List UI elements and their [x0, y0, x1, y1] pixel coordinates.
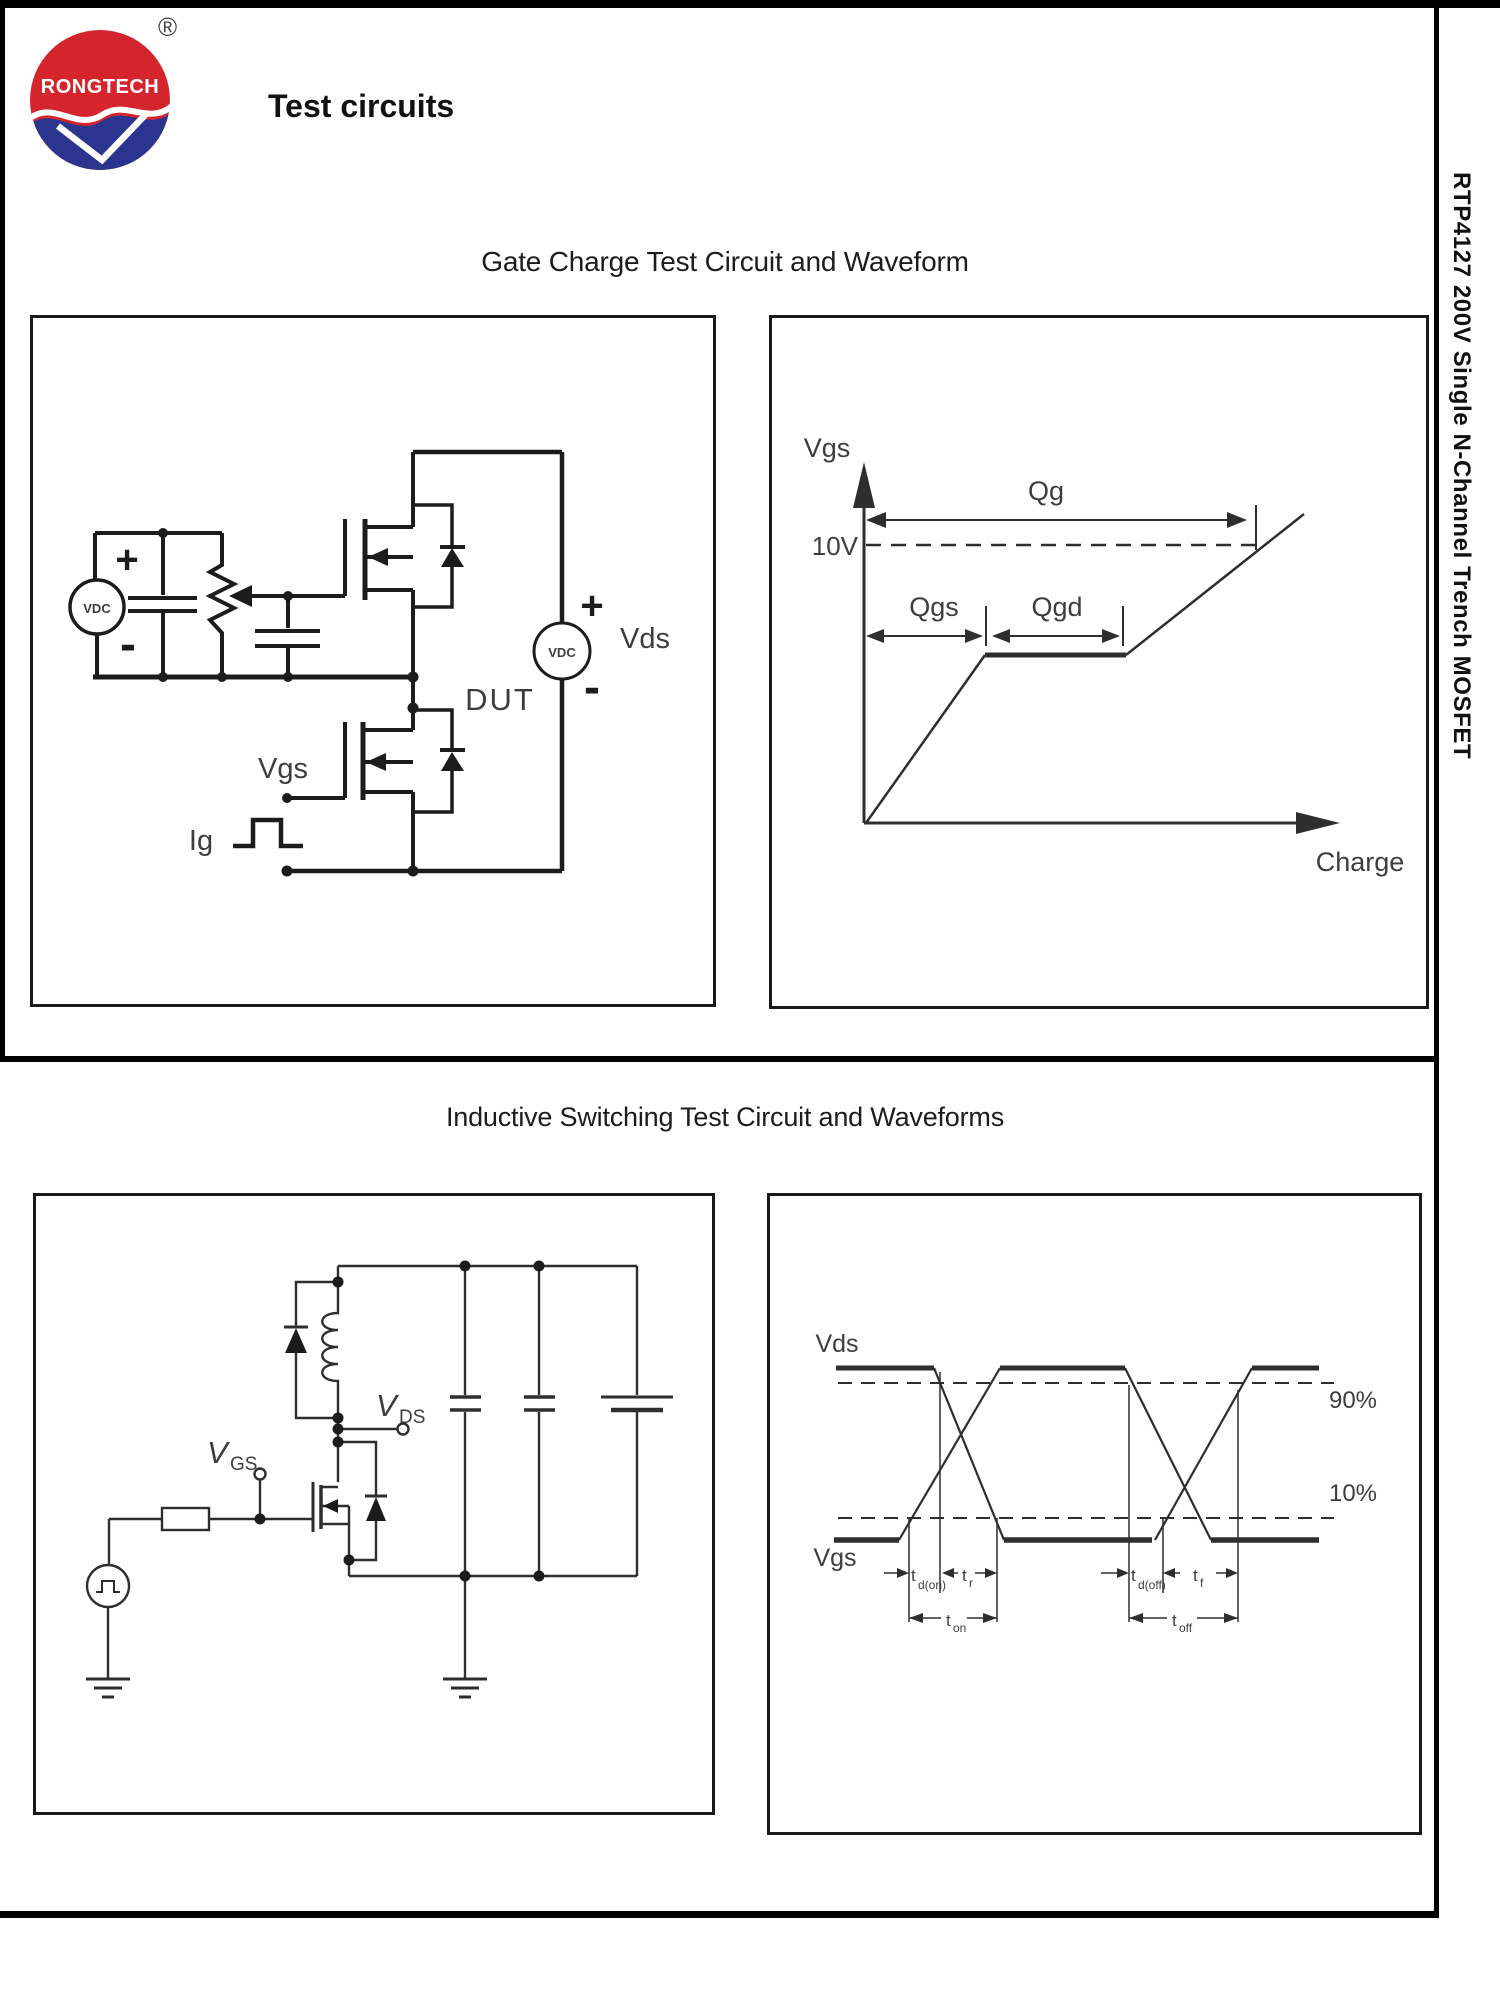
vds-tap-label-sub: DS — [399, 1407, 425, 1428]
vds-wave-label: Vds — [815, 1330, 858, 1358]
x-axis-arrow — [1296, 812, 1340, 834]
level-10v-label: 10V — [812, 531, 859, 561]
inductive-switching-circuit-panel: V DS V GS — [33, 1193, 715, 1815]
pulse-source — [85, 1563, 131, 1609]
logo-brand-text: RONGTECH — [41, 76, 159, 98]
left-border-rule — [0, 0, 5, 1058]
vds-terminal — [396, 1422, 410, 1436]
toff-label-sub: off — [1179, 1621, 1193, 1635]
page-title: Test circuits — [268, 88, 455, 124]
panel-border — [30, 315, 716, 1007]
vgs-label: Vgs — [258, 753, 308, 785]
diode1-triangle — [441, 548, 464, 567]
logo-check-stroke — [56, 109, 151, 165]
panel-border — [33, 1193, 715, 1815]
vdc-source-right-label: VDC — [548, 645, 576, 660]
plus-sign-right: + — [580, 584, 603, 628]
charge-axis-label: Charge — [1316, 847, 1405, 877]
gate-charge-circuit-panel: VDC + - VDC + Vds - DUT Vgs — [30, 315, 716, 1007]
td-on-label-sub: d(on) — [918, 1578, 946, 1592]
gate-resistor — [160, 1506, 211, 1532]
body-diode-triangle — [366, 1497, 386, 1521]
qgd-label: Qgd — [1031, 592, 1082, 622]
minus-sign-left: - — [120, 618, 136, 671]
sidebar-part-number: RTP4127 200V Single N-Channel Trench MOS… — [1448, 172, 1475, 760]
diode2-triangle — [441, 752, 464, 771]
plus-sign-left: + — [115, 538, 138, 582]
mosfet-arrow — [323, 1499, 338, 1513]
p90-label: 90% — [1329, 1387, 1377, 1414]
section1-title: Gate Charge Test Circuit and Waveform — [481, 246, 969, 277]
timing-row-1: t d(on) t r t d(off) t f — [884, 1566, 1238, 1592]
pot-arrow — [229, 585, 252, 607]
vdc-source-left-label: VDC — [83, 601, 111, 616]
qgs-label: Qgs — [909, 592, 959, 622]
freewheel-diode-triangle — [285, 1328, 307, 1353]
toff-label-t: t — [1172, 1611, 1177, 1630]
bottom-border-rule — [0, 1911, 1439, 1918]
y-axis-arrow — [853, 462, 875, 508]
td-off-label-t: t — [1131, 1566, 1136, 1585]
ton-label-t: t — [946, 1611, 951, 1630]
vdc-source-right — [532, 621, 592, 681]
gate-charge-waveform-panel: Vgs Charge 10V Qg Qgs Qgd — [769, 315, 1429, 1009]
rongtech-logo: RONGTECH — [26, 26, 174, 174]
ig-label: Ig — [189, 825, 213, 857]
p10-label: 10% — [1329, 1480, 1377, 1507]
panel-border — [767, 1193, 1422, 1835]
panel-border — [769, 315, 1429, 1009]
tf-label-sub: f — [1200, 1576, 1204, 1590]
tr-label-t: t — [962, 1566, 967, 1585]
vgs-drive-label-sub: GS — [230, 1454, 257, 1475]
vgs-terminal — [253, 1467, 267, 1481]
registered-mark: ® — [158, 12, 178, 42]
dut-label: DUT — [465, 682, 535, 717]
td-on-label-t: t — [911, 1566, 916, 1585]
qg-label: Qg — [1028, 476, 1064, 506]
junction-dots — [254, 1260, 545, 1582]
vgs-wave-label: Vgs — [813, 1544, 856, 1572]
junction-dots — [158, 528, 419, 877]
top-border-rule — [0, 0, 1500, 8]
switching-waveform-panel: Vds Vgs 90% 10% t d(on) t r t d(off) t — [767, 1193, 1422, 1835]
section-divider-rule — [0, 1056, 1438, 1062]
ton-label-sub: on — [953, 1621, 966, 1635]
vdc-source-left — [68, 578, 126, 636]
vgs-axis-label: Vgs — [804, 433, 851, 463]
vgs-drive-label-v: V — [207, 1435, 231, 1470]
minus-sign-right: - — [584, 661, 600, 714]
section2-title: Inductive Switching Test Circuit and Wav… — [445, 1102, 1005, 1132]
td-off-label-sub: d(off) — [1138, 1578, 1166, 1592]
tr-label-sub: r — [969, 1576, 973, 1590]
tf-label-t: t — [1193, 1566, 1198, 1585]
timing-row-2: t on t off — [909, 1611, 1238, 1635]
dut-arrow — [366, 753, 386, 771]
vds-label: Vds — [620, 623, 670, 655]
mosfet1-arrow — [368, 548, 388, 566]
vds-tap-label-v: V — [376, 1388, 400, 1423]
right-border-rule — [1434, 0, 1439, 1918]
